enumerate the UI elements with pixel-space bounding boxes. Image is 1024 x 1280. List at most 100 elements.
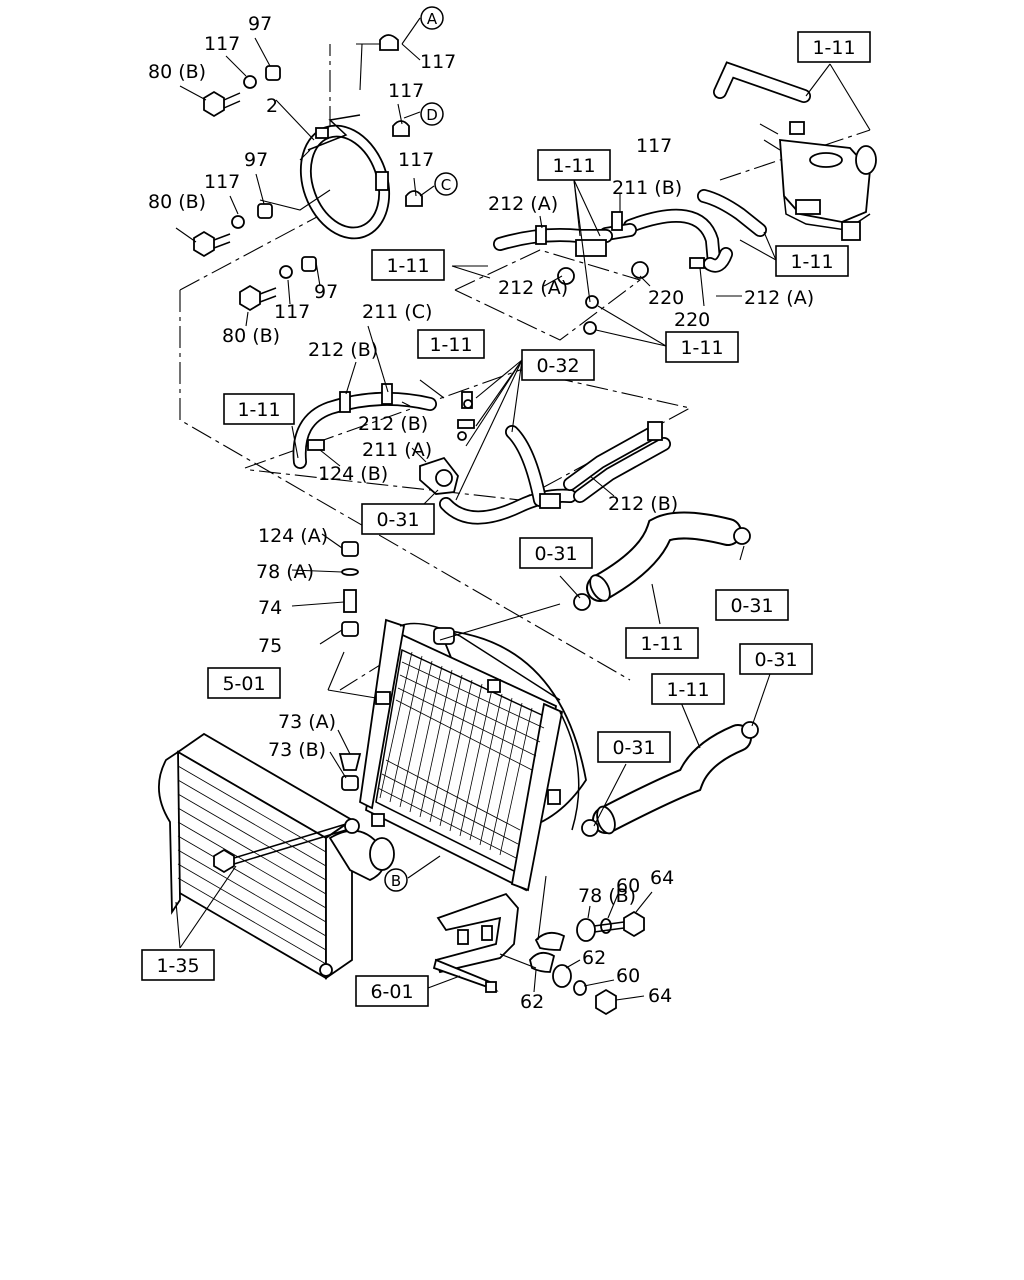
bolts-80b <box>193 90 277 312</box>
ref-box: 1-11 <box>775 245 849 277</box>
ref-box: 1-11 <box>797 31 871 63</box>
leaders-upper-left <box>175 17 435 327</box>
ref-box: 0-32 <box>521 349 595 381</box>
ref-box-text: 1-11 <box>640 633 683 655</box>
part-label: 60 <box>616 965 640 987</box>
leaders-hoses <box>559 545 771 827</box>
lower-radiator-hose <box>581 721 759 837</box>
ref-box-text: 0-31 <box>376 509 419 531</box>
marker-c-circle <box>434 172 458 196</box>
ref-box-text: 1-11 <box>552 155 595 177</box>
marker-d-circle <box>420 102 444 126</box>
radiator-mount-bracket <box>427 875 566 993</box>
part-label: 73 (B) <box>268 739 326 761</box>
marker-b-text: B <box>391 872 401 890</box>
ref-box: 1-11 <box>651 673 725 705</box>
part-label: 212 (B) <box>358 413 428 435</box>
marker-a: A <box>420 6 444 30</box>
part-label: 212 (A) <box>488 193 558 215</box>
drain-plug-parts <box>291 533 362 791</box>
part-label: 78 (A) <box>256 561 314 583</box>
part-label: 124 (A) <box>258 525 328 547</box>
marker-b: B <box>384 868 408 892</box>
part-label: 117 <box>204 171 240 193</box>
marker-d-text: D <box>426 106 438 124</box>
ref-box: 1-11 <box>223 393 295 425</box>
ref-box-text: 5-01 <box>222 673 265 695</box>
grommets <box>231 34 423 279</box>
fan-shroud-ring <box>259 114 391 240</box>
part-label: 62 <box>582 947 606 969</box>
part-label: 220 <box>648 287 684 309</box>
part-label: 62 <box>520 991 544 1013</box>
ref-box: 1-35 <box>141 949 215 981</box>
ref-box-text: 1-11 <box>812 37 855 59</box>
fan-shroud-edge <box>559 711 580 831</box>
ref-box: 1-11 <box>371 249 445 281</box>
part-label: 97 <box>244 149 268 171</box>
part-label: 117 <box>398 149 434 171</box>
part-label: 80 (B) <box>222 325 280 347</box>
marker-a-circle <box>420 6 444 30</box>
circle-markers: A D C B <box>384 6 458 892</box>
ref-box: 6-01 <box>355 975 429 1007</box>
ref-box-text: 1-11 <box>386 255 429 277</box>
ref-box-text: 0-31 <box>754 649 797 671</box>
part-label: 212 (B) <box>608 493 678 515</box>
ref-box: 0-31 <box>519 537 593 569</box>
part-label: 212 (A) <box>744 287 814 309</box>
marker-c-text: C <box>441 176 451 194</box>
leaders-middle <box>291 325 615 505</box>
marker-b-circle <box>384 868 408 892</box>
part-labels: 97 117 80 (B) 117 2 117 117 97 117 80 (B… <box>148 13 814 1013</box>
part-label: 74 <box>258 597 282 619</box>
part-label: 97 <box>248 13 272 35</box>
part-label: 220 <box>674 309 710 331</box>
marker-d: D <box>420 102 444 126</box>
ref-box: 1-11 <box>537 149 611 181</box>
ref-box: 1-11 <box>417 329 485 359</box>
reservoir-tank <box>759 121 877 241</box>
part-label: 117 <box>636 135 672 157</box>
part-label: 60 <box>616 875 640 897</box>
ref-box: 0-31 <box>739 643 813 675</box>
marker-a-text: A <box>427 10 438 28</box>
part-label: 211 (C) <box>362 301 432 323</box>
ref-box-text: 0-31 <box>612 737 655 759</box>
ref-box: 0-31 <box>597 731 671 763</box>
radiator-core-grid <box>377 651 545 859</box>
hoses-211b-211c <box>493 189 767 335</box>
overflow-tube <box>713 61 811 103</box>
ref-box-text: 1-11 <box>680 337 723 359</box>
part-label: 117 <box>388 80 424 102</box>
ref-box-text: 1-11 <box>666 679 709 701</box>
part-label: 73 (A) <box>278 711 336 733</box>
part-label: 97 <box>314 281 338 303</box>
part-label: 75 <box>258 635 282 657</box>
intercooler <box>157 732 441 980</box>
ref-box: 1-11 <box>665 331 739 363</box>
reference-boxes: 1-11 1-11 1-11 1-11 1-11 1-11 1-11 0-32 … <box>141 31 871 1007</box>
ref-box-text: 1-11 <box>237 399 280 421</box>
part-label: 64 <box>650 867 674 889</box>
pipes-211a-124 <box>292 383 671 525</box>
ref-box-text: 0-31 <box>730 595 773 617</box>
bracket-fasteners <box>552 891 653 1016</box>
ref-box-text: 1-35 <box>156 955 199 977</box>
part-label: 212 (B) <box>308 339 378 361</box>
part-label: 2 <box>266 95 278 117</box>
part-label: 117 <box>204 33 240 55</box>
leaders-upper-right <box>451 63 871 347</box>
ref-box-text: 0-31 <box>534 543 577 565</box>
part-label: 80 (B) <box>148 61 206 83</box>
part-label: 78 (B) <box>578 885 636 907</box>
ref-box-text: 1-11 <box>429 334 472 356</box>
part-label: 117 <box>274 301 310 323</box>
part-label: 211 (B) <box>612 177 682 199</box>
ref-box-text: 6-01 <box>370 981 413 1003</box>
part-label: 212 (A) <box>498 277 568 299</box>
upper-radiator-hose <box>573 511 751 611</box>
part-label: 117 <box>420 51 456 73</box>
ref-box: 1-11 <box>625 627 699 659</box>
